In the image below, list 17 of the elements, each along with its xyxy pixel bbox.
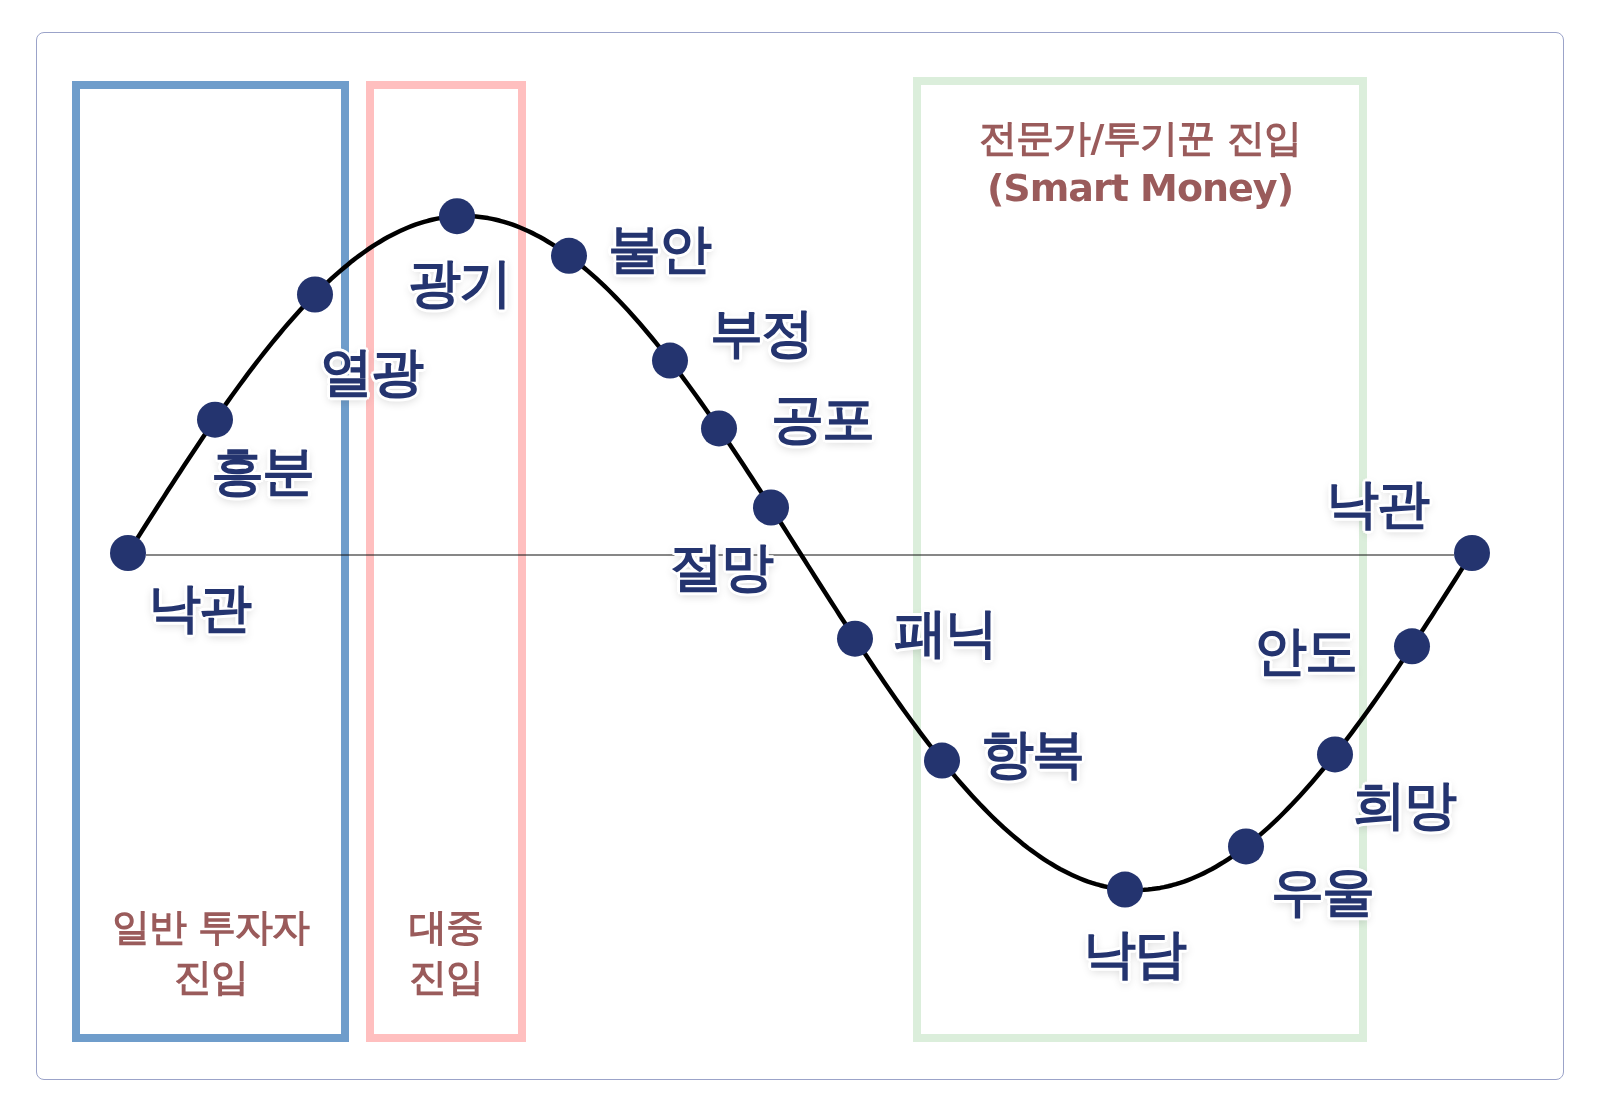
stage-label: 우울 (1271, 864, 1373, 918)
stage-label: 항복 (981, 726, 1083, 780)
stage-label: 희망 (1353, 777, 1455, 831)
stage-label: 광기 (408, 255, 510, 309)
stage-label: 패닉 (894, 605, 996, 659)
region-label: 전문가/투기꾼 진입 (Smart Money) (978, 115, 1302, 212)
stage-label: 흥분 (211, 443, 313, 497)
stage-label: 낙관 (148, 580, 250, 634)
region-label: 대중 진입 (408, 904, 484, 1001)
stage-label: 불안 (608, 221, 710, 275)
stage-label: 절망 (670, 539, 772, 593)
stage-label: 안도 (1254, 623, 1356, 677)
region-label: 일반 투자자 진입 (110, 904, 311, 1001)
stage-label: 낙관 (1326, 476, 1428, 530)
stage-label: 낙담 (1083, 926, 1185, 980)
stage-label: 공포 (771, 391, 873, 445)
stage-label: 부정 (710, 305, 812, 359)
